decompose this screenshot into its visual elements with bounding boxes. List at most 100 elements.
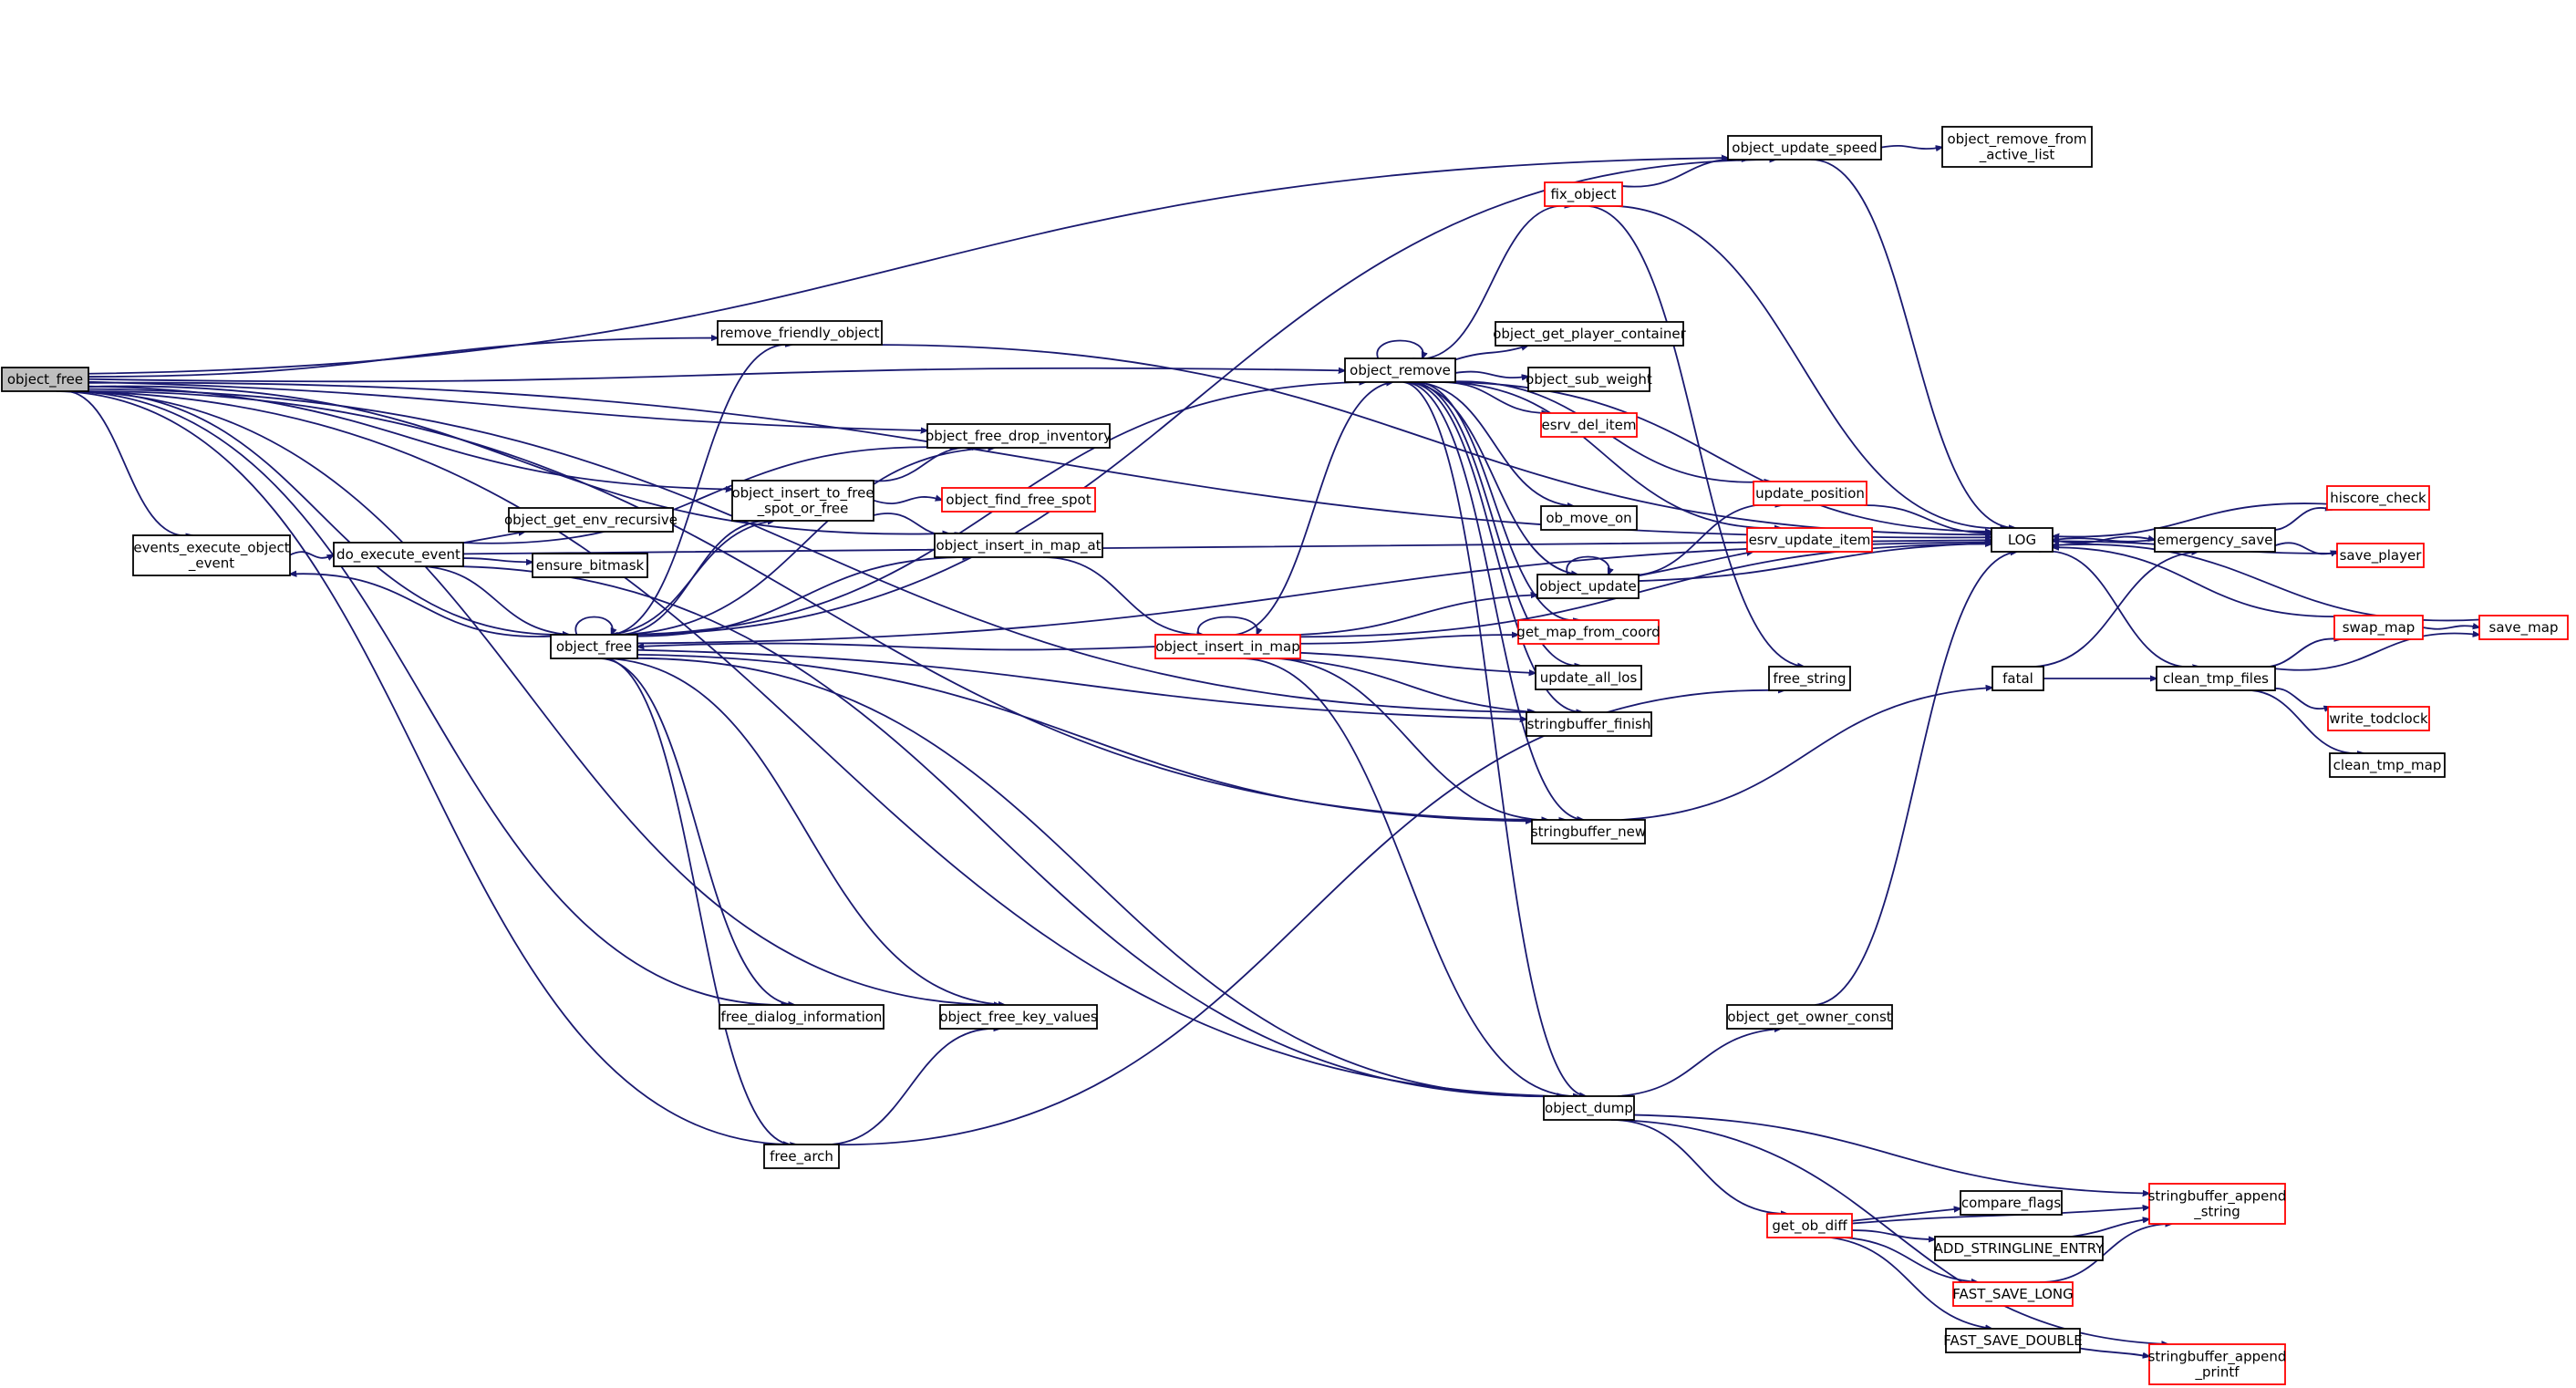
edge-do-execute-event-to-ensure-bitmask — [462, 557, 533, 562]
node-box — [1154, 634, 1301, 659]
node-object-get-player-container[interactable]: object_get_player_container — [1493, 321, 1687, 347]
node-label: get_ob_diff — [1772, 1217, 1847, 1235]
node-object-remove[interactable]: object_remove — [1344, 357, 1456, 383]
node-label: remove_friendly_object — [719, 325, 879, 342]
node-update-all-los[interactable]: update_all_los — [1535, 665, 1642, 690]
edge-object-remove-to-object-remove — [1376, 339, 1422, 359]
node-label: update_position — [1755, 485, 1865, 502]
node-label: object_sub_weight — [1526, 371, 1652, 388]
node-box — [1, 367, 89, 392]
node-label: object_free — [556, 638, 632, 656]
node-write-todclock[interactable]: write_todclock — [2327, 706, 2430, 731]
node-object-free-root[interactable]: object_free — [1, 367, 89, 392]
edge-do-execute-event-to-object-dump — [423, 565, 1564, 1096]
edge-object-dump-to-stringbuffer-append-string — [1633, 1114, 2149, 1194]
node-fast-save-double[interactable]: FAST_SAVE_DOUBLE — [1943, 1328, 2083, 1353]
edge-object-update-to-esrv-update-item — [1638, 552, 1754, 577]
node-object-sub-weight[interactable]: object_sub_weight — [1526, 367, 1652, 392]
node-ensure-bitmask[interactable]: ensure_bitmask — [532, 553, 648, 578]
node-get-ob-diff[interactable]: get_ob_diff — [1766, 1213, 1853, 1238]
node-object-find-free-spot[interactable]: object_find_free_spot — [941, 487, 1096, 513]
node-label: hiscore_check — [2330, 490, 2426, 507]
edge-object-free-root-to-object-free-drop-inventory — [88, 380, 927, 430]
node-object-insert-in-map-at[interactable]: object_insert_in_map_at — [934, 533, 1103, 558]
node-fast-save-long[interactable]: FAST_SAVE_LONG — [1952, 1281, 2074, 1307]
node-events-execute-object-event[interactable]: events_execute_object_event — [132, 534, 291, 576]
edge-object-free-root-to-object-free — [69, 390, 570, 635]
node-add-stringline-entry[interactable]: ADD_STRINGLINE_ENTRY — [1934, 1236, 2105, 1261]
node-esrv-del-item[interactable]: esrv_del_item — [1540, 412, 1638, 438]
node-stringbuffer-append-string[interactable]: stringbuffer_append_string — [2148, 1183, 2287, 1225]
edge-free-arch-to-free-string — [826, 690, 1785, 1145]
edge-object-remove-to-object-sub-weight — [1454, 370, 1528, 378]
node-object-update-speed[interactable]: object_update_speed — [1727, 135, 1882, 161]
node-object-get-env-recursive[interactable]: object_get_env_recursive — [504, 507, 678, 533]
edge-update-position-to-log — [1864, 504, 1991, 533]
edge-object-insert-in-map-to-object-remove — [1235, 382, 1393, 636]
node-do-execute-event[interactable]: do_execute_event — [333, 542, 464, 567]
node-free-dialog-information[interactable]: free_dialog_information — [719, 1004, 885, 1030]
edge-object-update-speed-to-log — [1811, 159, 2015, 528]
edge-remove-friendly-object-to-log — [869, 344, 1991, 534]
edge-object-free-to-object-free-drop-inventory — [617, 448, 995, 636]
node-stringbuffer-finish[interactable]: stringbuffer_finish — [1526, 711, 1652, 737]
edge-object-insert-in-map-to-update-all-los — [1299, 651, 1536, 673]
node-box — [1544, 181, 1623, 207]
node-free-arch[interactable]: free_arch — [763, 1144, 840, 1169]
node-box — [1727, 135, 1882, 161]
node-swap-map[interactable]: swap_map — [2333, 615, 2424, 640]
node-compare-flags[interactable]: compare_flags — [1960, 1190, 2063, 1216]
node-box — [2156, 666, 2276, 691]
node-object-insert-to-free-spot-or-free[interactable]: object_insert_to_free_spot_or_free — [731, 480, 874, 522]
edge-get-ob-diff-to-fast-save-long — [1845, 1237, 1978, 1282]
node-fatal[interactable]: fatal — [1991, 666, 2044, 691]
node-box — [1526, 711, 1652, 737]
node-box — [1536, 574, 1640, 599]
node-box — [1934, 1236, 2104, 1261]
node-box — [333, 542, 464, 567]
node-object-remove-from-active-list[interactable]: object_remove_from_active_list — [1941, 126, 2093, 168]
edge-do-execute-event-to-log — [462, 540, 1991, 555]
node-get-map-from-coord[interactable]: get_map_from_coord — [1516, 619, 1660, 645]
node-object-free[interactable]: object_free — [550, 634, 638, 659]
node-label: object_free_key_values — [939, 1009, 1098, 1026]
edge-do-execute-event-to-object-free-drop-inventory — [460, 447, 957, 544]
node-remove-friendly-object[interactable]: remove_friendly_object — [717, 320, 883, 346]
edge-do-execute-event-to-object-get-env-recursive — [462, 532, 525, 544]
node-stringbuffer-append-printf[interactable]: stringbuffer_append_printf — [2148, 1343, 2287, 1385]
node-box — [132, 534, 291, 576]
node-save-player[interactable]: save_player — [2336, 543, 2425, 568]
node-object-update[interactable]: object_update — [1536, 574, 1640, 599]
edge-clean-tmp-files-to-write-todclock — [2263, 688, 2331, 709]
edge-fast-save-long-to-stringbuffer-append-string — [2039, 1224, 2172, 1283]
edge-object-free-to-free-arch — [598, 658, 797, 1145]
node-hiscore-check[interactable]: hiscore_check — [2326, 485, 2430, 511]
node-free-string[interactable]: free_string — [1768, 666, 1851, 691]
node-box — [1991, 666, 2044, 691]
node-object-free-key-values[interactable]: object_free_key_values — [939, 1004, 1098, 1030]
node-object-insert-in-map[interactable]: object_insert_in_map — [1154, 634, 1301, 659]
node-log[interactable]: LOG — [1991, 527, 2054, 553]
edge-object-remove-to-log — [1443, 381, 1991, 532]
node-object-get-owner-const[interactable]: object_get_owner_const — [1726, 1004, 1893, 1030]
edge-fatal-to-emergency-save — [2034, 552, 2198, 668]
node-label: object_get_env_recursive — [504, 512, 678, 529]
node-clean-tmp-map[interactable]: clean_tmp_map — [2329, 752, 2446, 778]
node-save-map[interactable]: save_map — [2478, 615, 2569, 640]
node-ob-move-on[interactable]: ob_move_on — [1540, 505, 1638, 531]
node-object-dump[interactable]: object_dump — [1543, 1095, 1635, 1121]
node-clean-tmp-files[interactable]: clean_tmp_files — [2156, 666, 2276, 691]
node-stringbuffer-new[interactable]: stringbuffer_new — [1531, 819, 1646, 844]
node-object-free-drop-inventory[interactable]: object_free_drop_inventory — [926, 423, 1112, 449]
node-esrv-update-item[interactable]: esrv_update_item — [1746, 527, 1873, 553]
edge-object-insert-in-map-at-to-object-insert-in-map — [1042, 556, 1204, 635]
node-fix-object[interactable]: fix_object — [1544, 181, 1623, 207]
edge-object-get-owner-const-to-log — [1815, 552, 2016, 1006]
edge-object-free-to-object-free-key-values — [607, 658, 1005, 1005]
node-emergency-save[interactable]: emergency_save — [2154, 527, 2276, 553]
edge-clean-tmp-files-to-save-map — [2274, 633, 2479, 671]
edge-object-insert-to-free-spot-or-free-to-object-free — [611, 520, 775, 635]
node-label: write_todclock — [2329, 710, 2428, 728]
node-update-position[interactable]: update_position — [1753, 481, 1867, 506]
